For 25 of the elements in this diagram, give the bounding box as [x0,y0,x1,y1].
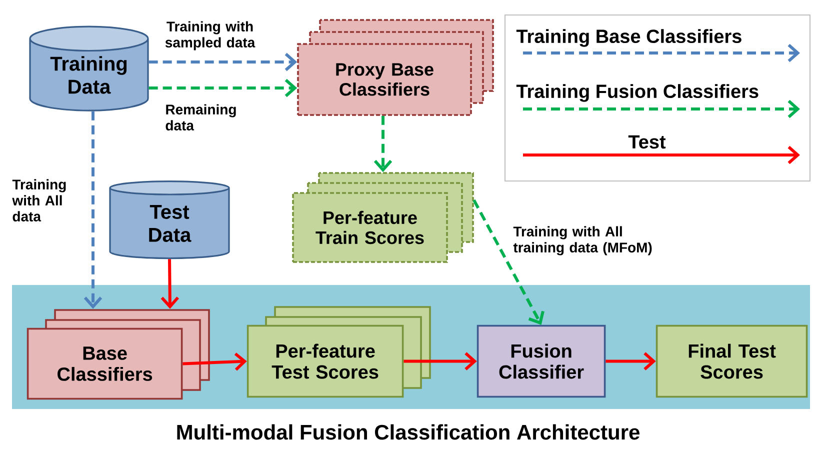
arrow [182,352,247,371]
stacked-box: Per-feature Test Scores [246,306,431,398]
arrow [84,111,102,309]
stacked-box: Per-feature Train Scores [292,172,474,263]
process-box: Final Test Scores [656,324,808,398]
caption: Multi-modal Fusion Classification Architecture [177,424,640,440]
legend-text: Training Fusion Classifiers [516,84,758,102]
arrow [374,116,392,172]
arrow [606,352,656,370]
stacked-box: Base Classifiers [26,309,210,400]
arrow [160,259,180,309]
database-cylinder: Training Data [29,26,149,112]
database-cylinder: Test Data [109,180,230,260]
edge-label: Training with All training data (MFoM) [513,226,652,256]
legend-text: Training Base Classifiers [516,29,742,47]
edge-label: Training with sampled data [165,21,256,50]
arrow [404,352,477,370]
arrow [472,199,544,325]
stacked-box: Proxy Base Classifiers [297,19,494,116]
edge-label: Remaining data [166,104,236,130]
legend-text: Test [628,135,666,149]
arrow [148,78,298,98]
edge-label: Training with All data [12,179,66,222]
arrow [148,52,298,72]
process-box: Fusion Classifier [476,324,606,398]
